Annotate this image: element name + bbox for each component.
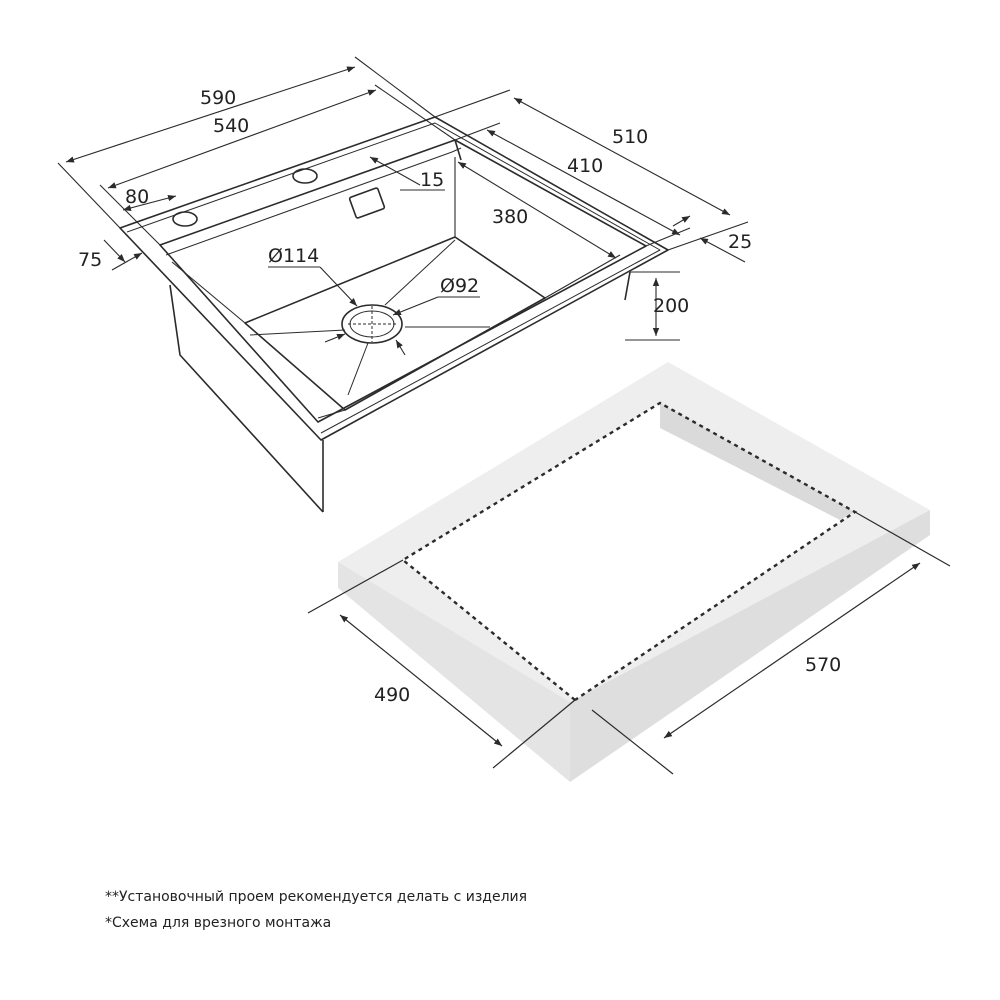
overflow-plate xyxy=(348,187,386,219)
dim-25-line-b xyxy=(699,237,746,263)
cutout-ext-line-left xyxy=(307,559,404,614)
cutout-ext-line-front-right xyxy=(591,709,674,775)
ext-510-front xyxy=(667,221,749,251)
groove-2 xyxy=(347,342,369,396)
bowl-back-ledge xyxy=(165,147,462,256)
bowl-opening xyxy=(159,139,647,423)
drain-92-leader xyxy=(392,296,439,316)
drain-arrow-left xyxy=(324,333,346,343)
cutout-ext-line-front xyxy=(492,699,576,769)
ext-540-right xyxy=(374,84,456,141)
ext-410-front xyxy=(645,227,691,247)
dim-75-label: 75 xyxy=(78,249,102,271)
dim-490-line xyxy=(339,614,503,747)
dim-75-line-b xyxy=(111,252,143,271)
dim-75-line xyxy=(103,239,126,263)
drain-92-label: Ø92 xyxy=(440,275,479,297)
bowl-back-ledge-2 xyxy=(454,139,462,161)
dim-510-label: 510 xyxy=(612,126,648,148)
dim-15-line xyxy=(369,156,421,186)
bowl-corner-front-right xyxy=(544,254,621,299)
drain-114-label: Ø114 xyxy=(268,245,319,267)
dim-25-label: 25 xyxy=(728,231,752,253)
ext-590-right xyxy=(354,56,436,118)
cutout-inner-wall xyxy=(660,403,855,520)
dim-80-line xyxy=(122,194,177,212)
dim-490-label: 490 xyxy=(374,684,410,706)
tap-hole-left xyxy=(172,211,198,227)
dim-380-line xyxy=(457,161,617,259)
drain-arrow-bottom xyxy=(395,339,406,356)
countertop xyxy=(338,362,930,782)
groove-4 xyxy=(384,239,456,306)
cutout-note: **Установочный проем рекомендуется делат… xyxy=(105,889,528,905)
dim-540-label: 540 xyxy=(213,115,249,137)
dim-570-line xyxy=(663,562,921,739)
bowl-corner-back-left xyxy=(171,261,246,324)
groove-1 xyxy=(249,329,346,336)
dim-590-line xyxy=(65,66,356,163)
dim-15-label: 15 xyxy=(420,169,444,191)
cutout-dimensions xyxy=(307,511,951,775)
bowl-corner-front-left xyxy=(317,409,346,419)
dim-380-label: 380 xyxy=(492,206,528,228)
sink-body-far xyxy=(624,271,631,301)
ext-590-left xyxy=(57,162,121,229)
cutout-opening xyxy=(403,403,855,700)
sink-body-left xyxy=(169,284,324,513)
dim-200-label: 200 xyxy=(653,295,689,317)
drain-114-leader xyxy=(319,266,358,307)
ext-510-back xyxy=(434,89,511,118)
ext-540-left xyxy=(99,184,161,246)
dim-570-label: 570 xyxy=(805,654,841,676)
dim-410-label: 410 xyxy=(567,155,603,177)
cutout-ext-line-right xyxy=(854,511,951,567)
sink-dimensions xyxy=(57,56,749,356)
dim-510-line xyxy=(513,97,731,216)
dim-590-label: 590 xyxy=(200,87,236,109)
dim-80-label: 80 xyxy=(125,186,149,208)
drain-outer-ring xyxy=(341,304,403,344)
tap-hole-center xyxy=(292,168,318,184)
mount-note: *Схема для врезного монтажа xyxy=(105,915,332,931)
dim-540-line xyxy=(107,89,377,189)
ext-410-back xyxy=(454,122,501,141)
dim-25-line xyxy=(672,215,691,227)
